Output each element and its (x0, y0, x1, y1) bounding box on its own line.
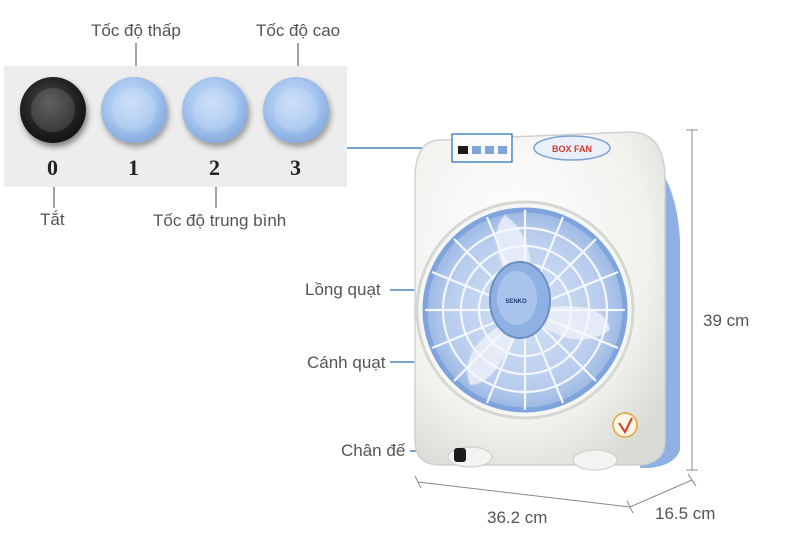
center-logo-text: SENKO (505, 299, 527, 305)
base-label: Chân đế (341, 441, 406, 460)
low-speed-label: Tốc độ thấp (91, 21, 181, 40)
knob-number-3: 3 (290, 155, 301, 180)
base-foot-right (572, 449, 618, 471)
high-speed-label: Tốc độ cao (256, 21, 341, 40)
fan-guard-grill (425, 210, 625, 410)
off-label: Tắt (40, 210, 65, 229)
switch-panel-closeup: 0 1 2 3 (4, 66, 347, 187)
speed-2-knob-icon (182, 77, 248, 143)
knob-number-2: 2 (209, 155, 220, 180)
fan-blade-label: Cánh quạt (307, 353, 386, 372)
height-dimension: 39 cm (703, 311, 750, 330)
depth-dimension: 16.5 cm (655, 504, 716, 523)
width-dimension: 36.2 cm (487, 508, 548, 527)
knob-number-1: 1 (128, 155, 139, 180)
box-fan-image: BOX FAN SENKO (414, 131, 680, 471)
knob-number-0: 0 (47, 155, 58, 180)
medium-speed-label: Tốc độ trung bình (153, 211, 287, 230)
speed-1-knob-icon (101, 77, 167, 143)
brand-badge-text: BOX FAN (552, 144, 592, 154)
off-knob-icon (20, 77, 86, 143)
fan-guard-label: Lồng quạt (305, 280, 381, 299)
speed-3-knob-icon (263, 77, 329, 143)
